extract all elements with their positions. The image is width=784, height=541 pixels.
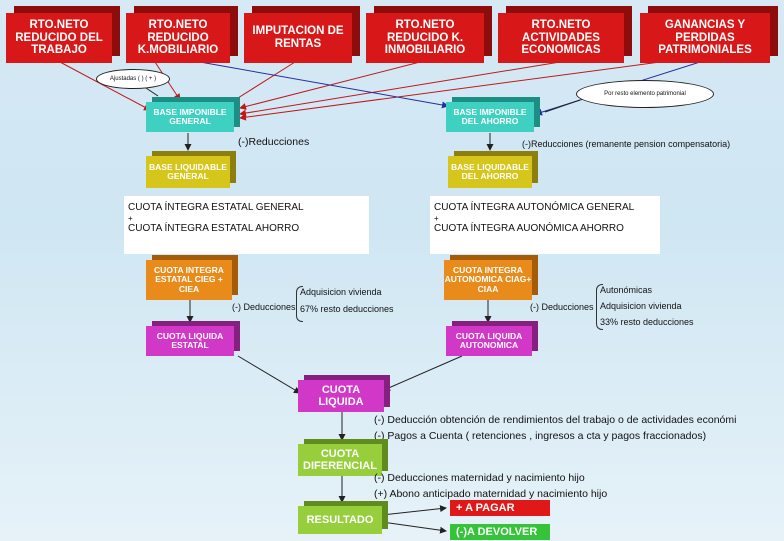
- arrow-actividades-general: [239, 61, 561, 117]
- arrow-ganancias-general: [239, 61, 661, 121]
- arrow-mobiliario-ahorro: [199, 61, 449, 109]
- source-actividades: RTO.NETO ACTIVIDADES ECONOMICAS: [498, 13, 624, 63]
- source-trabajo: RTO.NETO REDUCIDO DEL TRABAJO: [6, 13, 112, 63]
- note-oval-left: Ajustadas ( ) ( + ): [96, 69, 170, 89]
- arrow-to-pagar: [381, 505, 447, 516]
- diferencial-note-1: (-) Deducciones maternidad y nacimiento …: [374, 472, 585, 484]
- cuota-integra-autonomica-text: CUOTA ÍNTEGRA AUTONÓMICA GENERAL + CUOTA…: [430, 196, 660, 254]
- diferencial-note-2: (+) Abono anticipado maternidad y nacimi…: [374, 488, 608, 500]
- deducciones-autonomica: (-) Deducciones: [530, 302, 594, 312]
- deducciones-estatal: (-) Deducciones: [232, 302, 296, 312]
- reducciones-general: (-)Reducciones: [238, 136, 310, 148]
- reducciones-ahorro: (-)Reducciones (remanente pension compen…: [522, 139, 731, 149]
- ded-autonomica-item-2: Adquisicion vivienda: [600, 301, 682, 311]
- brace-autonomica: [596, 284, 603, 330]
- ded-estatal-item-2: 67% resto deducciones: [300, 304, 394, 314]
- cuota-integra-estatal: CUOTA INTEGRA ESTATAL CIEG + CIEA: [146, 260, 232, 300]
- pointer-right-oval: [544, 99, 581, 113]
- arrow-trabajo-general: [59, 61, 151, 111]
- cuota-integra-estatal-text: CUOTA ÍNTEGRA ESTATAL GENERAL + CUOTA ÍN…: [124, 196, 369, 254]
- arrow-imputacion-general: [229, 61, 296, 104]
- base-liquidable-general: BASE LIQUIDABLE GENERAL: [146, 156, 230, 188]
- arrow-autonomica-to-liquida: [383, 355, 463, 391]
- source-ganancias: GANANCIAS Y PERDIDAS PATRIMONIALES: [640, 13, 770, 63]
- liquida-note-2: (-) Pagos a Cuenta ( retenciones , ingre…: [374, 430, 707, 442]
- cuota-liquida: CUOTA LIQUIDA: [298, 380, 384, 412]
- base-liquidable-ahorro: BASE LIQUIDABLE DEL AHORRO: [448, 156, 532, 188]
- arrow-to-devolver: [381, 521, 447, 534]
- note-oval-right: Por resto elemento patrimonial: [576, 80, 714, 108]
- arrow-estatal-to-liquida: [237, 355, 301, 394]
- ded-estatal-item-1: Adquisicion vivienda: [300, 287, 382, 297]
- source-mobiliario: RTO.NETO REDUCIDO K.MOBILIARIO: [126, 13, 230, 63]
- cuota-diferencial: CUOTA DIFERENCIAL: [298, 444, 382, 476]
- a-pagar-badge: + A PAGAR: [450, 500, 550, 516]
- ded-autonomica-item-3: 33% resto deducciones: [600, 317, 694, 327]
- cuota-integra-autonomica: CUOTA INTEGRA AUTONOMICA CIAG+ CIAA: [444, 260, 532, 300]
- cuota-liquida-estatal: CUOTA LIQUIDA ESTATAL: [146, 326, 234, 356]
- source-imputacion: IMPUTACION DE RENTAS: [244, 13, 352, 63]
- source-inmobiliario: RTO.NETO REDUCIDO K. INMOBILIARIO: [366, 13, 484, 63]
- cuota-liquida-autonomica: CUOTA LIQUIDA AUTONOMICA: [446, 326, 532, 356]
- a-devolver-badge: (-)A DEVOLVER: [450, 524, 550, 540]
- base-imponible-general: BASE IMPONIBLE GENERAL: [146, 102, 234, 132]
- base-imponible-ahorro: BASE IMPONIBLE DEL AHORRO: [446, 102, 534, 132]
- liquida-note-1: (-) Deducción obtención de rendimientos …: [374, 414, 737, 426]
- ded-autonomica-item-1: Autonómicas: [600, 285, 653, 295]
- resultado: RESULTADO: [298, 506, 382, 534]
- brace-estatal: [296, 286, 303, 322]
